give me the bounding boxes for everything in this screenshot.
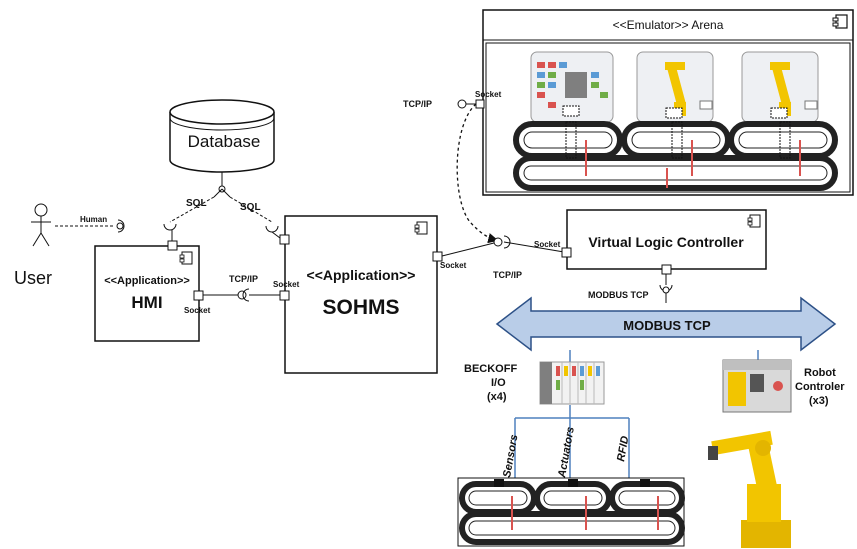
sql-left-label: SQL — [186, 198, 207, 209]
arena-station-2 — [636, 51, 714, 123]
beckhoff-line1: BECKOFF — [464, 363, 517, 375]
emulation-link-arrow — [456, 103, 499, 244]
user-label: User — [14, 268, 52, 288]
robot-line3: (x3) — [809, 395, 829, 407]
vlc-name: Virtual Logic Controller — [588, 234, 744, 250]
robot-controller — [722, 359, 792, 413]
arena-socket-label: Socket — [475, 90, 502, 99]
hmi-name: HMI — [131, 293, 162, 312]
arena-panel: <<Emulator>> Arena — [482, 9, 854, 196]
modbus-bus: MODBUS TCP — [495, 296, 837, 352]
component-icon — [179, 251, 193, 265]
sensors-label: Sensors — [501, 434, 520, 479]
tcpip-arena-label: TCP/IP — [403, 99, 432, 109]
component-icon — [832, 14, 848, 29]
rfid-label: RFID — [615, 435, 631, 462]
robot-line2: Controler — [795, 381, 845, 393]
vlc-modbus-port — [661, 264, 672, 275]
hmi-db-port — [167, 240, 178, 251]
beckhoff-io — [539, 361, 605, 405]
sohms-left-socket-label: Socket — [273, 280, 300, 289]
component-icon — [747, 214, 761, 228]
modbus-interface-label: MODBUS TCP — [588, 290, 649, 300]
database: Database — [169, 99, 275, 173]
sohms-left-socket — [279, 290, 290, 301]
database-label: Database — [188, 132, 261, 151]
sohms-db-port — [279, 234, 290, 245]
sohms-right-socket — [432, 251, 443, 262]
arena-title: <<Emulator>> Arena — [613, 18, 724, 32]
sohms-name: SOHMS — [322, 296, 399, 319]
hmi-socket-label: Socket — [184, 306, 211, 315]
arena-socket: Socket TCP/IP — [403, 90, 502, 109]
user-actor: User — [14, 203, 52, 288]
beckhoff-line3: (x4) — [487, 391, 507, 403]
physical-conveyor — [457, 477, 685, 547]
arena-station-1 — [530, 51, 614, 123]
robot-arm — [708, 430, 791, 548]
sql-right-label: SQL — [240, 202, 261, 213]
vlc-socket-port — [561, 247, 572, 258]
vlc-component: Virtual Logic Controller — [566, 209, 767, 270]
sohms-right-socket-label: Socket — [440, 261, 467, 270]
actuators-label: Actuators — [556, 426, 577, 480]
tcpip-vlc-label: TCP/IP — [493, 270, 522, 280]
beckhoff-line2: I/O — [491, 377, 506, 389]
hmi-socket-port — [193, 290, 204, 301]
database-interface: SQL SQL — [169, 172, 273, 223]
arena-conveyor-sensors — [565, 121, 801, 188]
sohms-component: <<Application>> SOHMS — [284, 215, 438, 374]
hmi-component: <<Application>> HMI — [94, 245, 200, 342]
arena-station-3 — [741, 51, 819, 123]
vlc-socket-label: Socket — [534, 240, 561, 249]
hmi-stereotype: <<Application>> — [104, 275, 190, 287]
sohms-stereotype: <<Application>> — [307, 267, 416, 283]
component-icon — [414, 221, 428, 235]
robot-line1: Robot — [804, 367, 836, 379]
tcpip-hmi-label: TCP/IP — [229, 274, 258, 284]
human-label: Human — [80, 215, 107, 224]
modbus-bus-label: MODBUS TCP — [623, 318, 711, 333]
signal-lines — [514, 350, 759, 482]
